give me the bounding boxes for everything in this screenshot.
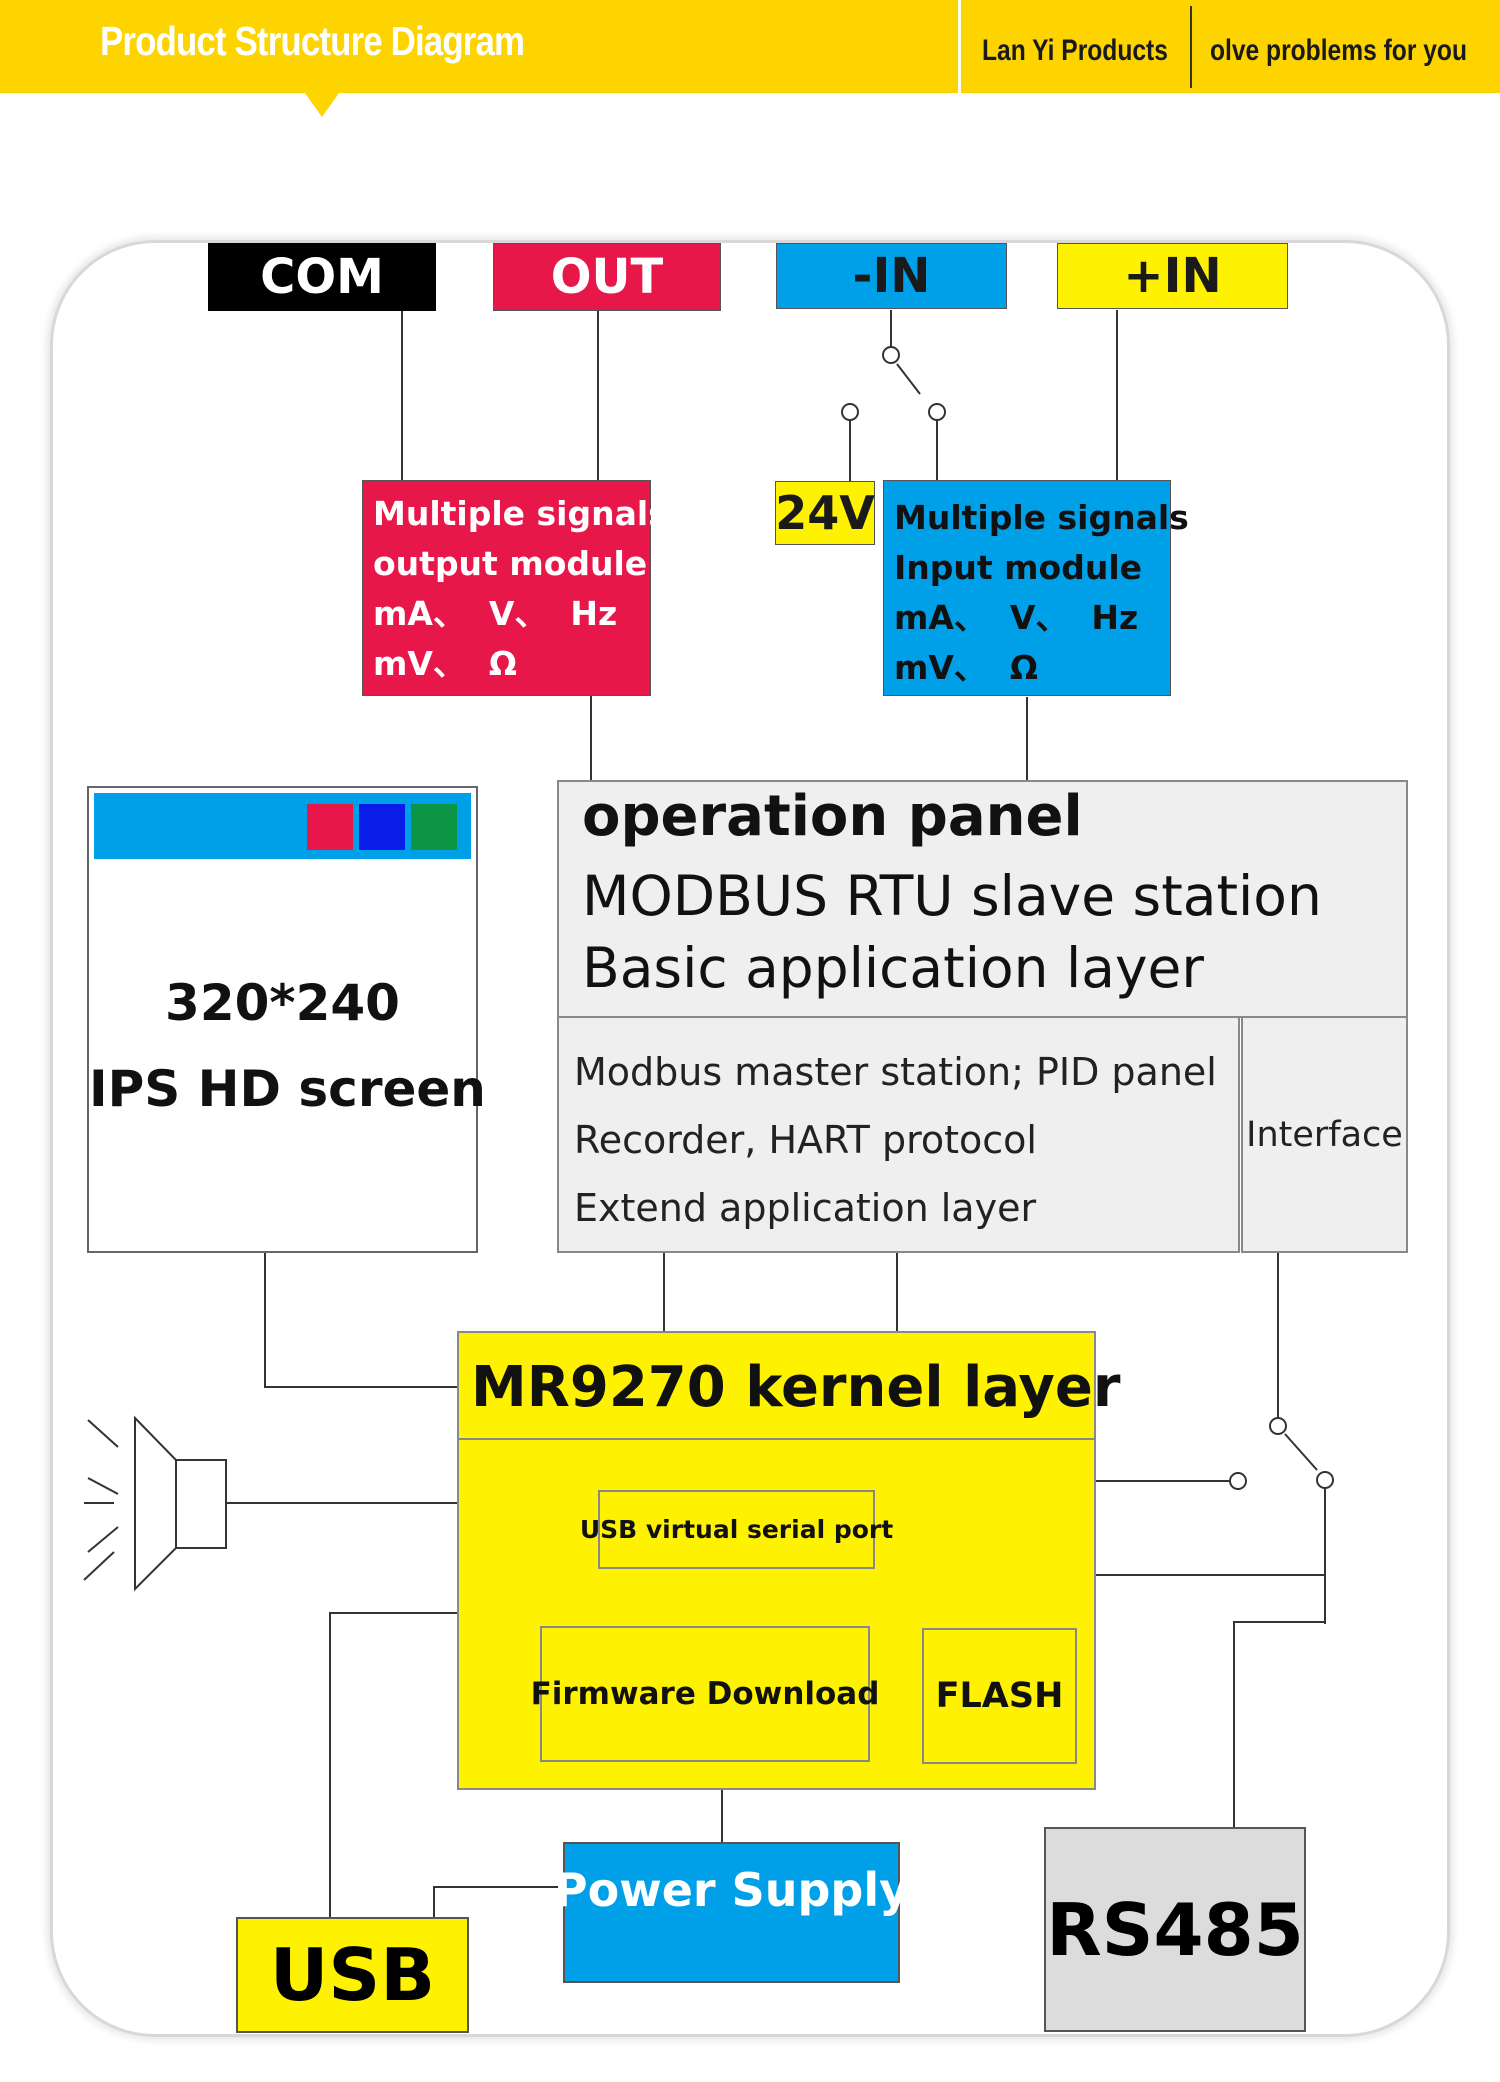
voltage-24v-label: 24V: [775, 481, 875, 545]
color-swatch-red: [307, 804, 353, 850]
terminal-out: OUT: [493, 243, 721, 311]
extended-panel-line: Modbus master station; PID panel: [574, 1050, 1217, 1094]
ips-screen: 320*240 IPS HD screen: [87, 786, 486, 1253]
output-module: Multiple signals output module mA、 V、 Hz…: [362, 480, 668, 696]
input-module: Multiple signals Input module mA、 V、 Hz …: [883, 480, 1189, 696]
header-bar: [0, 0, 1500, 93]
speaker-icon: [83, 1415, 227, 1592]
screen-label: IPS HD screen: [89, 1060, 486, 1118]
input-module-line: Input module: [894, 548, 1143, 587]
output-module-line: mV、 Ω: [373, 644, 517, 683]
header-divider: [1190, 6, 1192, 88]
operation-panel: operation panel MODBUS RTU slave station…: [557, 780, 1408, 1018]
rs485-port[interactable]: RS485: [1044, 1827, 1306, 2032]
extended-panel-line: Extend application layer: [574, 1186, 1037, 1230]
flash-memory: FLASH: [922, 1628, 1077, 1764]
operation-panel-title: operation panel: [582, 784, 1083, 849]
output-module-line: mA、 V、 Hz: [373, 594, 618, 633]
output-module-line: output module: [373, 544, 648, 583]
color-swatch-green: [411, 804, 457, 850]
color-swatch-blue: [359, 804, 405, 850]
power-supply: Power Supply: [554, 1842, 909, 1983]
kernel-title: MR9270 kernel layer: [471, 1355, 1121, 1420]
usb-virtual-serial-port: USB virtual serial port: [580, 1490, 893, 1569]
output-module-line: Multiple signals: [373, 494, 668, 533]
header-divider: [958, 0, 961, 93]
input-module-line: mA、 V、 Hz: [894, 598, 1139, 637]
interface-label: Interface: [1246, 1114, 1403, 1155]
input-module-line: Multiple signals: [894, 498, 1189, 537]
usb-port[interactable]: USB: [236, 1917, 469, 2033]
interface-panel: Interface: [1241, 1016, 1408, 1253]
terminal-plus-in: +IN: [1057, 243, 1288, 309]
operation-panel-line: MODBUS RTU slave station: [582, 864, 1322, 928]
operation-panel-line: Basic application layer: [582, 936, 1204, 1000]
page-title: Product Structure Diagram: [100, 18, 525, 64]
terminal-minus-in: -IN: [776, 243, 1007, 309]
extended-application-panel: Modbus master station; PID panel Recorde…: [557, 1016, 1240, 1253]
brand-link[interactable]: Lan Yi Products: [982, 34, 1168, 67]
header-pointer: [305, 93, 339, 117]
kernel-layer-title-box: MR9270 kernel layer: [457, 1331, 1120, 1440]
screen-status-bar: [94, 793, 471, 859]
slogan-link[interactable]: olve problems for you: [1210, 34, 1467, 67]
screen-resolution: 320*240: [165, 974, 400, 1032]
firmware-download: Firmware Download: [531, 1626, 879, 1762]
extended-panel-line: Recorder, HART protocol: [574, 1118, 1037, 1162]
input-module-line: mV、 Ω: [894, 648, 1038, 687]
terminal-com: COM: [208, 243, 436, 311]
diagram-frame: [50, 240, 1450, 2037]
